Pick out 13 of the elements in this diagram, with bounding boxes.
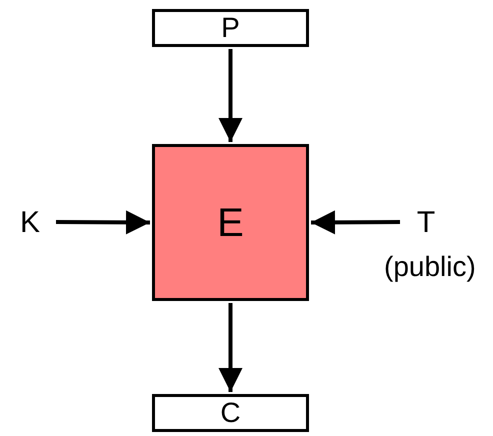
box-label: P [221,12,240,44]
process-box [152,144,309,301]
box-label: E [217,200,244,246]
arrow [310,210,400,234]
process-box [152,394,309,432]
process-box [152,9,309,47]
arrow [218,303,242,392]
node-label: K [12,202,48,242]
node-caption: (public) [384,250,476,284]
arrow [56,210,150,234]
box-label: C [220,397,241,429]
arrow [218,49,242,142]
node-label: T [408,202,444,242]
